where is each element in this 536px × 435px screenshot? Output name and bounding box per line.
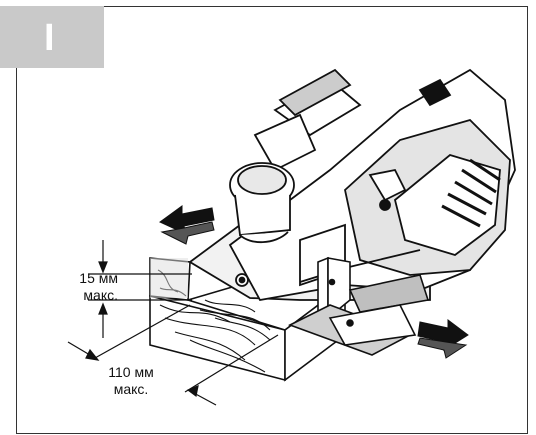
feed-arrow-left [159, 205, 215, 245]
width-dimension [67, 304, 279, 406]
feed-arrow-right [417, 319, 469, 359]
depth-label-2: макс. [83, 287, 118, 303]
depth-dimension [88, 240, 192, 338]
width-label-1: 110 мм [108, 364, 154, 380]
depth-label-1: 15 мм [79, 270, 118, 286]
width-label-2: макс. [113, 381, 149, 397]
planer-body [188, 68, 516, 301]
section-tab: I [0, 6, 104, 68]
section-letter: I [44, 17, 55, 59]
rebate-guide [287, 256, 430, 356]
